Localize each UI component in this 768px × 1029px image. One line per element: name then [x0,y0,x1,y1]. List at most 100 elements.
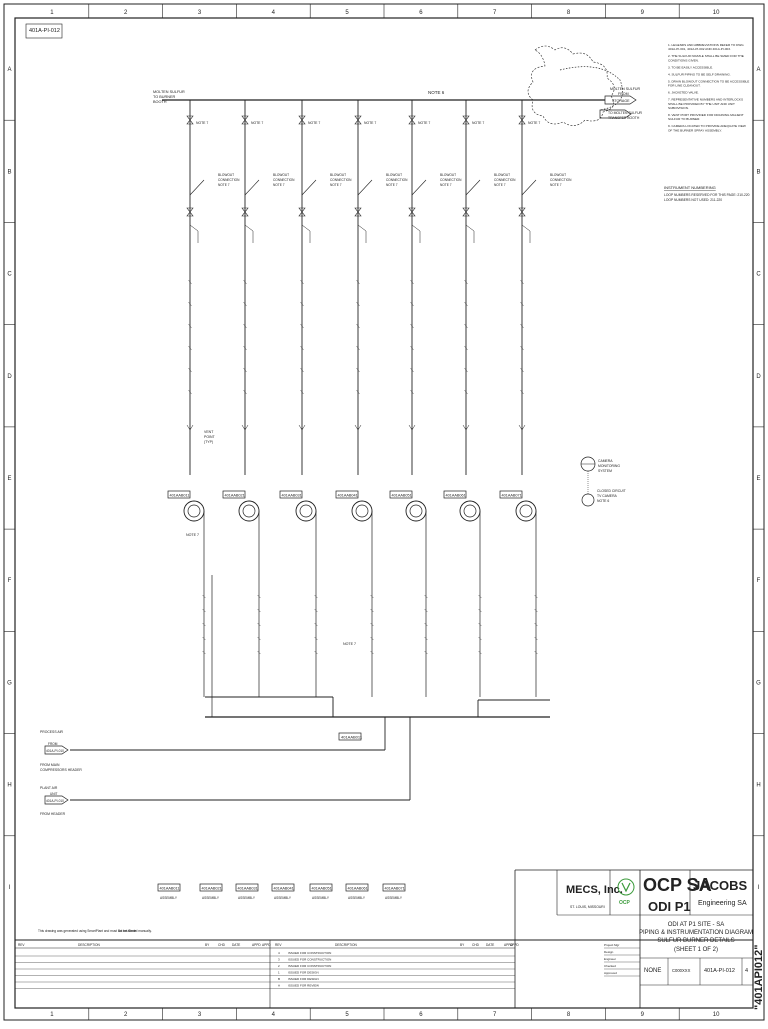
blowout-label-2: CONNECTION [273,178,295,182]
burner-gun-inner [187,504,201,518]
block-valve-icon [518,115,526,125]
general-note-item: 6. JACKETED VALVE. [668,91,699,95]
burner-gun-inner [409,504,423,518]
drain-branch [301,224,311,243]
air-spec-mark [202,622,206,627]
process-air-4: FROM MAIN [40,763,60,767]
blowout-label-1: BLOWOUT [386,173,402,177]
col-label-top: 6 [419,10,423,16]
center-tag-text: 401AAB011 [341,735,363,740]
col-label-bottom: 2 [124,1012,128,1018]
process-air-offpage-arrow [44,745,69,755]
drawing-code-text: 401A-PI-012 [29,28,60,34]
drawing-code-box [25,23,63,39]
row-label-left: B [7,169,11,175]
molten-sulfur-left-2: TO BURNER [153,95,176,99]
row-label-right: E [756,476,760,482]
process-air-5: COMPRESSORS HEADER [40,768,82,772]
title-block-frame [14,939,754,1009]
reducer-icon [298,424,306,431]
title-block: MECS, Inc. ST. LOUIS, MISSOURI OCP OCP S… [14,869,754,1009]
row-label-left: F [8,578,12,584]
isolation-valve-icon [518,207,526,217]
process-air-2: FROM [48,742,58,746]
rev-row-number: 2 [278,964,280,968]
side-drawing-number: "401API012" [753,945,765,1010]
title-line-1: ODI AT P1 SITE - SA [668,922,724,928]
rev-header-cell: DESCRIPTION [78,943,100,947]
burner-tag-box [335,490,359,499]
blowout-label-2: CONNECTION [330,178,352,182]
row-label-right: C [756,272,761,278]
transfer-label-1: TO MOLTEN SULFUR [608,111,643,115]
line-spec-mark [520,389,524,395]
air-spec-mark [478,636,482,641]
burner-gun-outer [515,500,537,522]
col-label-top: 2 [124,10,128,16]
line-spec-mark [410,323,414,329]
air-spec-mark [424,608,428,613]
cctv-camera-symbol [581,493,595,507]
assembly-tag-text: 401AAB011 [160,887,180,891]
rev-row-number: 1 [278,971,280,975]
molten-sulfur-left-1: MOLTEN SULFUR [153,90,185,94]
line-spec-mark [410,367,414,373]
air-spec-mark [370,636,374,641]
instrument-line-1: LOOP NUMBERS RESERVED FOR THIS PAGE: 210… [664,193,750,197]
blowout-label-2: CONNECTION [218,178,240,182]
line-spec-mark [356,345,360,351]
line-spec-mark [188,279,192,285]
isolation-valve-icon [186,207,194,217]
general-note-item: 3. TO BE EASILY ACCESSIBLE. [668,65,713,69]
rev-header-cell: BY [460,943,465,947]
footer-scale: Do not Scale [118,929,136,933]
air-spec-mark [478,622,482,627]
line-spec-mark [520,279,524,285]
row-label-right: A [756,67,760,73]
air-spec-mark [202,636,206,641]
blowout-label-3: NOTE 7 [494,183,506,187]
assembly-caption: ASSEMBLY [348,896,366,900]
rev-header-cell: APPD [504,943,513,947]
burner-drop-note: NOTE 7 [186,533,199,537]
line-spec-mark [464,279,468,285]
molten-sulfur-right-1: MOLTEN SULFUR [610,87,640,91]
air-spec-mark [478,594,482,599]
blowout-branch [244,179,260,196]
burner-gun-outer [351,500,373,522]
col-label-bottom: 4 [272,1012,276,1018]
col-label-bottom: 9 [641,1012,645,1018]
molten-sulfur-right-2: FROM [618,92,629,96]
assembly-tag-text: 401AAB021 [202,887,222,891]
isolation-valve-icon [462,207,470,217]
line-spec-mark [520,301,524,307]
assembly-caption: ASSEMBLY [312,896,330,900]
col-label-bottom: 3 [198,1012,202,1018]
process-air-1: PROCESS AIR [40,730,64,734]
blowout-label-2: CONNECTION [440,178,462,182]
line-spec-mark [188,367,192,373]
row-label-right: H [756,783,760,789]
burner-tag-box [499,490,523,499]
inner-border [14,17,754,1009]
footer-note: This drawing was generated using SmartPl… [38,929,152,933]
burner-gun-inner [355,504,369,518]
general-notes: 1. LEGENDS AND ABBREVIATIONS REFER TO DW… [668,43,749,132]
cctv-label-3: NOTE 6 [597,499,609,503]
col-label-top: 5 [345,10,349,16]
signature-row-label: Checked [604,964,616,968]
drop-note: NOTE 7 [196,121,208,125]
assembly-caption: ASSEMBLY [160,896,178,900]
air-spec-mark [534,636,538,641]
line-spec-mark [243,323,247,329]
blowout-branch [411,179,427,196]
molten-sulfur-left-3: BOOTH [153,100,167,104]
air-spec-mark [314,622,318,627]
line-spec-mark [464,301,468,307]
col-label-top: 10 [713,10,720,16]
rev-row-number: 4 [278,951,280,955]
drain-branch [357,224,367,243]
